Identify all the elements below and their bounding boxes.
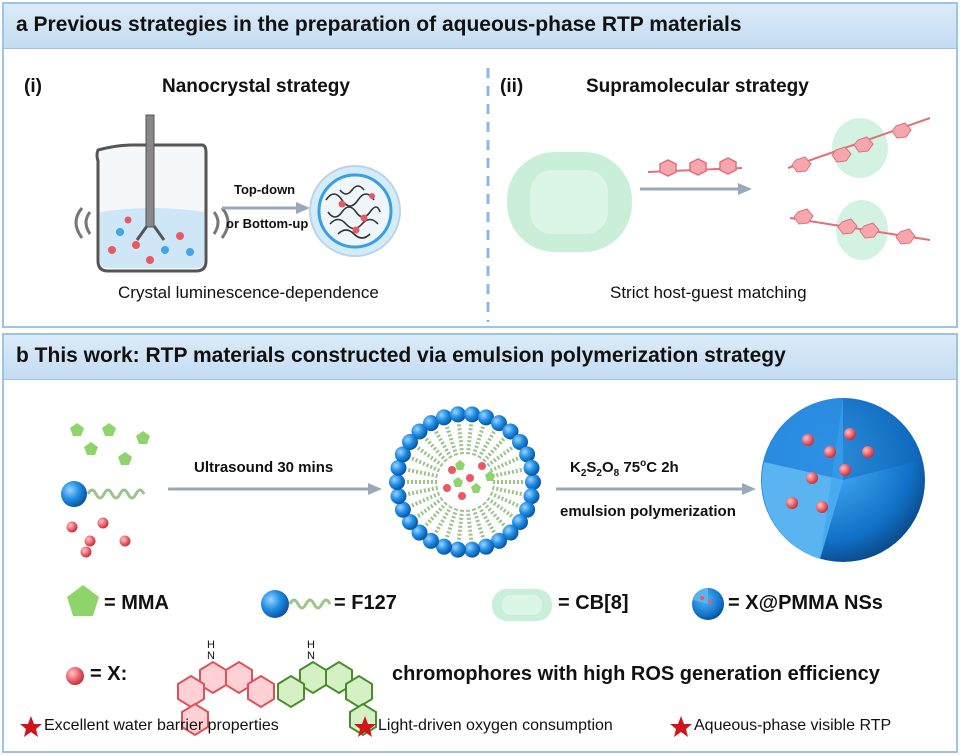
label-i: (i) (24, 76, 42, 97)
legend-mma: = MMA (104, 592, 169, 614)
legend-cb8-icon (492, 589, 552, 621)
star-icon (354, 716, 376, 737)
label-ii: (ii) (500, 76, 524, 97)
legend-f127-icon (261, 590, 332, 618)
panel-b-header: b This work: RTP materials constructed v… (4, 335, 956, 380)
mma-pentagons (70, 423, 150, 465)
nanocrystal-icon (309, 165, 401, 257)
supramolecular-heading: Supramolecular strategy (586, 76, 809, 97)
step1-label: Ultrasound 30 mins (194, 459, 334, 476)
guest-molecule-icon (647, 157, 743, 177)
legend-cb8: = CB[8] (558, 592, 629, 614)
arrow-top-label: Top-down (234, 182, 296, 197)
x-particles (66, 517, 131, 558)
arrow-bottom-label: or Bottom-up (226, 216, 309, 231)
legend-x-icon (66, 667, 84, 685)
beaker-icon (74, 114, 230, 273)
legend-f127: = F127 (334, 592, 397, 614)
legend-nss-icon (692, 588, 724, 620)
micelle-icon (389, 406, 541, 558)
legend-nss: = X@PMMA NSs (728, 592, 883, 614)
supramolecular-caption: Strict host-guest matching (610, 283, 807, 302)
cb8-host-icon (507, 152, 632, 252)
nanosphere-icon (761, 398, 925, 562)
host-guest-complex-icon (787, 117, 931, 260)
star-icon (20, 716, 42, 737)
panel-a-title: a Previous strategies in the preparation… (16, 13, 742, 36)
legend-mma-icon (67, 585, 99, 616)
panel-a-header: a Previous strategies in the preparation… (4, 4, 956, 49)
feature-3: Aqueous-phase visible RTP (694, 717, 892, 734)
panel-b-title: b This work: RTP materials constructed v… (16, 344, 786, 367)
nanocrystal-caption: Crystal luminescence-dependence (118, 283, 379, 302)
legend-x: = X: (90, 663, 128, 685)
nanocrystal-heading: Nanocrystal strategy (162, 76, 350, 97)
step2-conditions: K2S2O8 75oC 2h (570, 458, 679, 479)
chromophore-1-icon (177, 660, 275, 737)
feature-1: Excellent water barrier properties (44, 717, 279, 734)
star-icon (670, 716, 692, 737)
chromophores-label: chromophores with high ROS generation ef… (392, 663, 880, 685)
feature-2: Light-driven oxygen consumption (378, 717, 613, 734)
step2-label: emulsion polymerization (560, 503, 736, 520)
f127-molecule (61, 481, 146, 507)
